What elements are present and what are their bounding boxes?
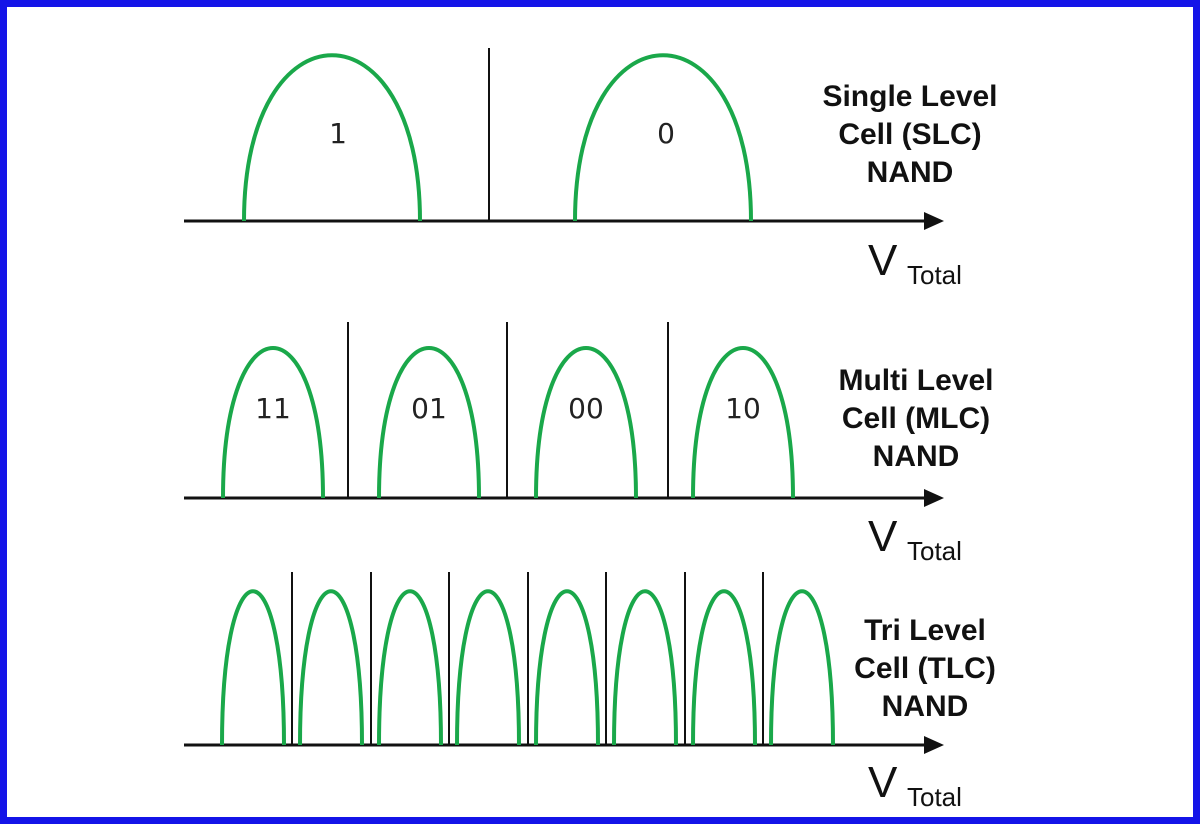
- tlc-axis-label: V Total: [868, 758, 962, 812]
- slc-axis-arrow: [924, 212, 944, 230]
- tlc-distribution-curve: [691, 589, 757, 746]
- mlc-distribution-curve: [534, 346, 638, 499]
- tlc-distribution-curve: [455, 589, 521, 746]
- tlc-distribution-curve: [377, 589, 443, 746]
- axis-subscript: Total: [907, 536, 962, 566]
- mlc-distribution-curve: [377, 346, 481, 499]
- mlc-cell-type-label: Multi Level: [838, 364, 993, 397]
- mlc-distribution-curve: [691, 346, 795, 499]
- mlc-state-label: 11: [255, 392, 291, 425]
- mlc-panel: 11 01 00 10 Multi Level Cell (MLC) NAND …: [184, 322, 994, 566]
- mlc-axis-arrow: [924, 489, 944, 507]
- mlc-state-label: 00: [568, 392, 604, 425]
- tlc-distribution-curve: [769, 589, 835, 746]
- mlc-state-label: 01: [411, 392, 447, 425]
- mlc-state-label: 10: [725, 392, 761, 425]
- tlc-distribution-curve: [220, 589, 286, 746]
- mlc-cell-type-label: NAND: [873, 440, 960, 473]
- mlc-cell-type-label: Cell (MLC): [842, 402, 990, 435]
- axis-symbol: V: [868, 758, 898, 807]
- tlc-cell-type-label: Cell (TLC): [854, 652, 996, 685]
- slc-distribution-curve: [242, 53, 422, 222]
- slc-cell-type-label: Cell (SLC): [838, 118, 981, 151]
- slc-state-label: 0: [657, 117, 675, 150]
- slc-axis-label: V Total: [868, 236, 962, 290]
- axis-symbol: V: [868, 512, 898, 561]
- axis-subscript: Total: [907, 782, 962, 812]
- mlc-distribution-curve: [221, 346, 325, 499]
- slc-cell-type-label: Single Level: [822, 80, 997, 113]
- slc-distribution-curve: [573, 53, 753, 222]
- tlc-panel: Tri Level Cell (TLC) NAND V Total: [184, 572, 996, 812]
- mlc-axis-label: V Total: [868, 512, 962, 566]
- axis-subscript: Total: [907, 260, 962, 290]
- tlc-cell-type-label: Tri Level: [864, 614, 986, 647]
- tlc-axis-arrow: [924, 736, 944, 754]
- slc-state-label: 1: [329, 117, 347, 150]
- tlc-distribution-curve: [534, 589, 600, 746]
- slc-panel: 1 0 Single Level Cell (SLC) NAND V Total: [184, 48, 998, 290]
- tlc-distribution-curve: [612, 589, 678, 746]
- tlc-distribution-curve: [298, 589, 364, 746]
- tlc-cell-type-label: NAND: [882, 690, 969, 723]
- slc-cell-type-label: NAND: [867, 156, 954, 189]
- axis-symbol: V: [868, 236, 898, 285]
